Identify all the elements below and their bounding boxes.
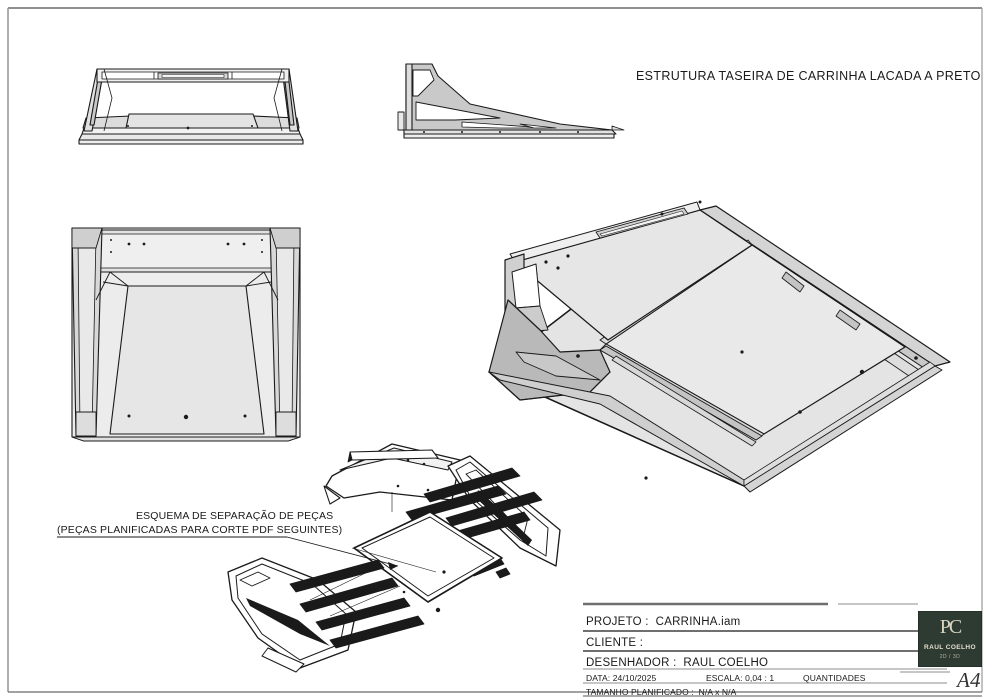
side-long-void: [415, 101, 501, 121]
bolt-mark: [426, 488, 430, 492]
bolt-mark: [740, 350, 744, 354]
front-bottom-rail: [78, 139, 304, 145]
bolt-mark: [442, 570, 446, 574]
logo-subtitle: 2D / 3D: [939, 654, 961, 660]
bolt-mark: [914, 356, 918, 360]
exploded-rail: [299, 577, 399, 613]
titleblock-data: DATA: 24/10/2025: [586, 673, 657, 683]
bolt-mark: [539, 131, 541, 133]
logo-company-name: RAUL COELHO: [924, 644, 976, 651]
bolt-mark: [576, 354, 580, 358]
bolt-mark: [461, 131, 463, 133]
bolt-mark: [556, 266, 560, 270]
bolt-mark: [660, 212, 664, 216]
bolt-mark: [142, 242, 146, 246]
titleblock-tamanho-planificado: TAMANHO PLANIFICADO : N/A x N/A: [586, 687, 737, 697]
page-title: ESTRUTURA TASEIRA DE CARRINHA LACADA A P…: [636, 69, 981, 83]
exploded-annotation-line1: ESQUEMA DE SEPARAÇÃO DE PEÇAS: [136, 510, 334, 522]
bolt-mark: [127, 414, 131, 418]
titleblock-desenhador: DESENHADOR : RAUL COELHO: [586, 657, 769, 669]
sheet-size-label: A4: [957, 668, 981, 692]
side-front-post: [405, 63, 413, 131]
bolt-mark: [110, 251, 112, 253]
bolt-mark: [183, 414, 189, 420]
bolt-mark: [544, 260, 548, 264]
bolt-mark: [396, 484, 400, 488]
exploded-alignment-lines: [309, 492, 437, 617]
bolt-mark: [226, 242, 230, 246]
bolt-mark: [423, 131, 425, 133]
exploded-rail: [329, 615, 425, 649]
exploded-small-bar: [495, 567, 511, 579]
exploded-rail: [445, 491, 543, 527]
bolt-mark: [402, 590, 406, 594]
titleblock-escala: ESCALA: 0,04 : 1: [706, 673, 775, 683]
bolt-mark: [566, 254, 570, 258]
bolt-mark: [644, 476, 648, 480]
annotation-leader: [286, 536, 399, 567]
bolt-mark: [251, 125, 253, 127]
side-window-void: [412, 69, 435, 97]
bolt-mark: [422, 462, 426, 466]
exploded-annotation-line2: (PEÇAS PLANIFICADAS PARA CORTE PDF SEGUI…: [57, 524, 343, 536]
bolt-mark: [261, 239, 263, 241]
bolt-mark: [242, 242, 246, 246]
logo-monogram: PC: [939, 616, 962, 638]
bolt-mark: [243, 414, 247, 418]
bolt-mark: [110, 239, 112, 241]
company-logo: PC RAUL COELHO 2D / 3D: [918, 611, 982, 667]
bolt-mark: [577, 131, 579, 133]
bolt-mark: [127, 242, 131, 246]
bolt-mark: [798, 410, 802, 414]
annotation-arrowhead: [388, 562, 398, 570]
bolt-mark: [499, 131, 501, 133]
titleblock-cliente: CLIENTE :: [586, 637, 644, 649]
bolt-mark: [186, 126, 190, 130]
exploded-rail: [423, 467, 521, 503]
exploded-rail: [315, 597, 411, 631]
titleblock-quantidades: QUANTIDADES: [803, 673, 866, 683]
exploded-rail: [289, 559, 385, 593]
titleblock-projeto: PROJETO : CARRINHA.iam: [586, 616, 741, 628]
bolt-mark: [261, 251, 263, 253]
bolt-mark: [859, 369, 865, 375]
exploded-rail: [405, 485, 507, 521]
exploded-fastener: [435, 607, 441, 613]
bolt-mark: [127, 125, 129, 127]
bolt-mark: [406, 458, 410, 462]
bolt-mark: [698, 200, 702, 204]
front-floor-panel: [125, 113, 259, 129]
